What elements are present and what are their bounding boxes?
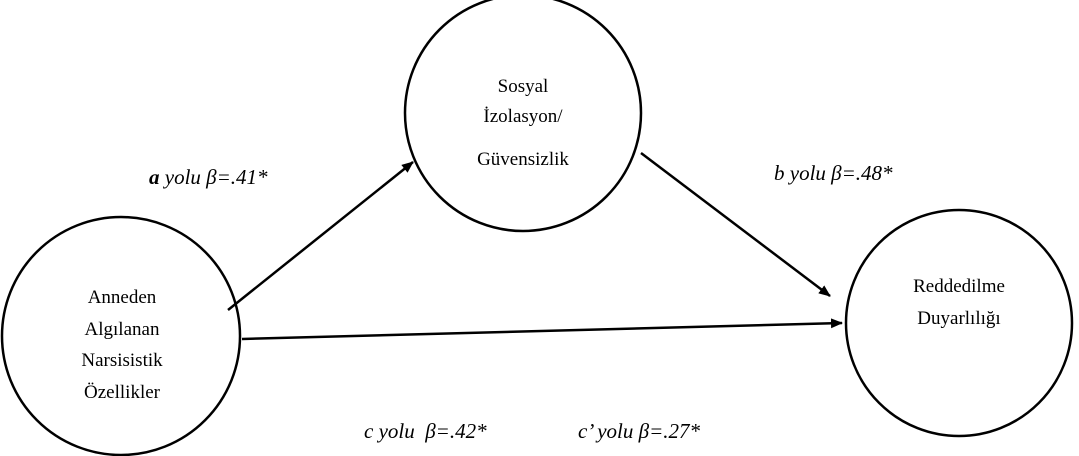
c-prime-path-label: c’ yolu β=.27*	[578, 419, 701, 443]
a-path-label: a yolu β=.41*	[149, 165, 268, 189]
mediator-node: Sosyal İzolasyon/ Güvensizlik	[403, 0, 643, 233]
b-path-label: b yolu β=.48*	[774, 161, 893, 185]
predictor-line-1: Anneden	[88, 287, 157, 308]
predictor-line-4: Özellikler	[84, 382, 161, 403]
mediator-line-3: Güvensizlik	[477, 149, 569, 170]
predictor-line-3: Narsisistik	[81, 350, 163, 371]
a-path-letter: a	[149, 165, 160, 189]
c-path-label: c yolu β=.42*	[364, 419, 487, 443]
predictor-circle	[0, 215, 242, 456]
outcome-line-1: Reddedilme	[913, 276, 1005, 297]
a-path-arrow	[227, 161, 414, 311]
c-path-arrow	[241, 318, 843, 341]
predictor-line-2: Algılanan	[85, 319, 160, 340]
outcome-circle	[844, 208, 1074, 438]
mediator-line-1: Sosyal	[498, 76, 549, 97]
outcome-node: Reddedilme Duyarlılığı	[844, 208, 1074, 438]
mediator-circle	[403, 0, 643, 233]
b-path-arrow	[640, 152, 831, 297]
outcome-line-2: Duyarlılığı	[917, 308, 1000, 329]
mediator-line-2: İzolasyon/	[483, 106, 563, 127]
predictor-node: Anneden Algılanan Narsisistik Özellikler	[0, 215, 242, 456]
a-path-coefficient: yolu β=.41*	[160, 165, 269, 189]
